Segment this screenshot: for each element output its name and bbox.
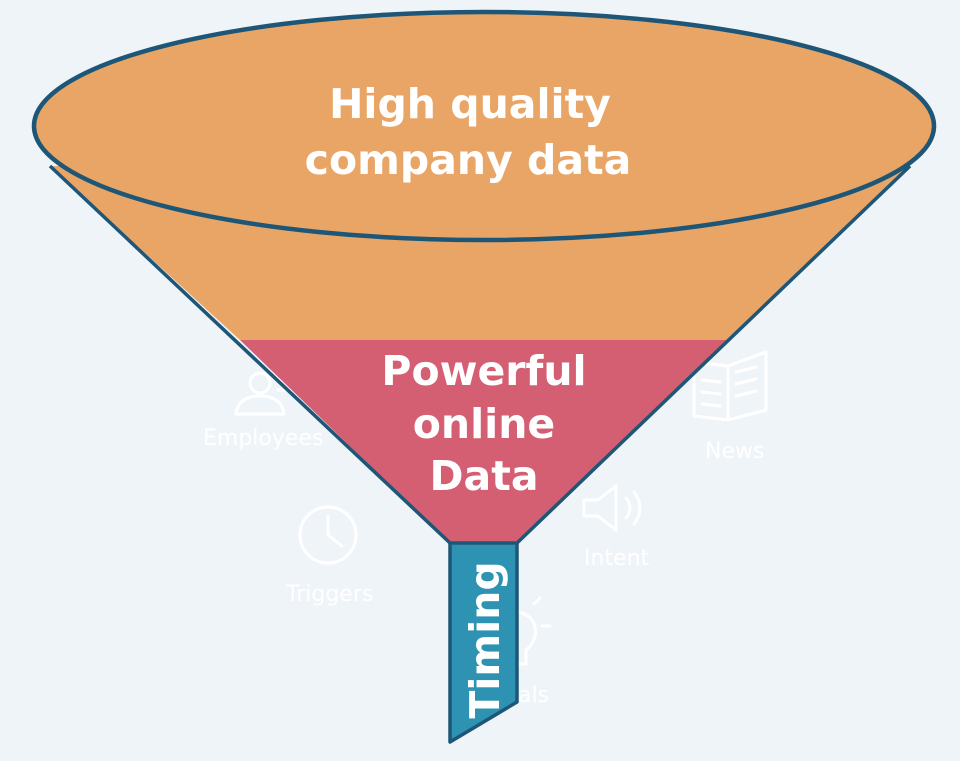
middle-label-line-3: Data	[430, 452, 539, 500]
bg-item-news: News	[692, 350, 768, 464]
bg-label-intent: Intent	[584, 546, 650, 571]
funnel-spout	[448, 541, 519, 744]
newspaper-icon	[692, 350, 768, 422]
clock-icon	[298, 505, 358, 565]
funnel-middle-section	[240, 340, 727, 543]
bg-item-employees: Employees	[203, 371, 323, 451]
middle-label-line-2: online	[413, 400, 555, 448]
top-label-line-2: company data	[305, 136, 632, 184]
bg-label-employees: Employees	[203, 426, 323, 451]
speaker-icon	[582, 484, 642, 532]
bg-label-news: News	[705, 439, 764, 464]
bg-label-triggers: Triggers	[285, 582, 373, 607]
bg-item-triggers: Triggers	[285, 505, 373, 607]
funnel-rim	[31, 9, 937, 243]
middle-label-line-1: Powerful	[381, 347, 586, 395]
spout-label: Timing	[461, 561, 509, 718]
funnel	[31, 9, 937, 744]
funnel-outline	[48, 164, 912, 545]
top-label-line-1: High quality	[329, 80, 611, 128]
bg-item-intent: Intent	[582, 484, 650, 571]
